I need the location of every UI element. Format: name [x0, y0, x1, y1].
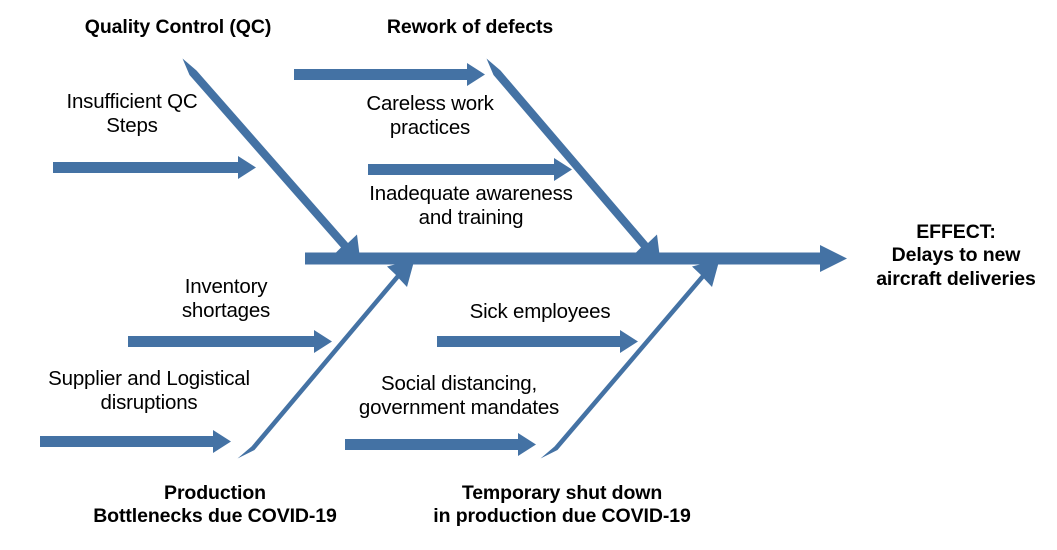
bone-production-bottlenecks	[237, 259, 415, 459]
cause-arrow-insufficient-qc-steps	[53, 156, 256, 179]
spine-arrow	[305, 245, 847, 272]
cause-label-inadequate-awareness-training: Inadequate awareness and training	[369, 182, 573, 229]
effect-line-3: aircraft deliveries	[876, 267, 1036, 290]
effect-line-2: Delays to new	[891, 244, 1021, 267]
cause-arrow-social-distancing-mandates	[345, 433, 536, 456]
cause-arrow-sick-employees	[437, 330, 638, 353]
effect-box: EFFECT: Delays to new aircraft deliverie…	[862, 221, 1050, 291]
category-label-production-bottlenecks: Production Bottlenecks due COVID-19	[93, 482, 337, 527]
bone-quality-control	[182, 58, 361, 263]
cause-arrow-supplier-logistical-disruptions	[40, 430, 231, 453]
cause-arrow-inventory-shortages	[128, 330, 332, 353]
cause-label-sick-employees: Sick employees	[469, 300, 611, 323]
effect-line-1: EFFECT:	[916, 221, 996, 243]
cause-label-inventory-shortages: Inventory shortages	[181, 275, 271, 322]
cause-arrow-inadequate-awareness-training	[368, 158, 572, 181]
cause-label-insufficient-qc-steps: Insufficient QC Steps	[66, 90, 198, 137]
category-label-quality-control: Quality Control (QC)	[84, 16, 272, 38]
bone-rework-of-defects	[486, 58, 661, 263]
cause-arrow-careless-work-practices	[294, 63, 485, 86]
category-label-temporary-shutdown: Temporary shut down in production due CO…	[433, 482, 691, 527]
category-label-rework-of-defects: Rework of defects	[386, 16, 554, 38]
cause-label-supplier-logistical-disruptions: Supplier and Logistical disruptions	[48, 367, 250, 414]
cause-label-social-distancing-mandates: Social distancing, government mandates	[358, 372, 560, 419]
bone-temporary-shutdown	[540, 259, 720, 459]
cause-label-careless-work-practices: Careless work practices	[366, 92, 494, 139]
